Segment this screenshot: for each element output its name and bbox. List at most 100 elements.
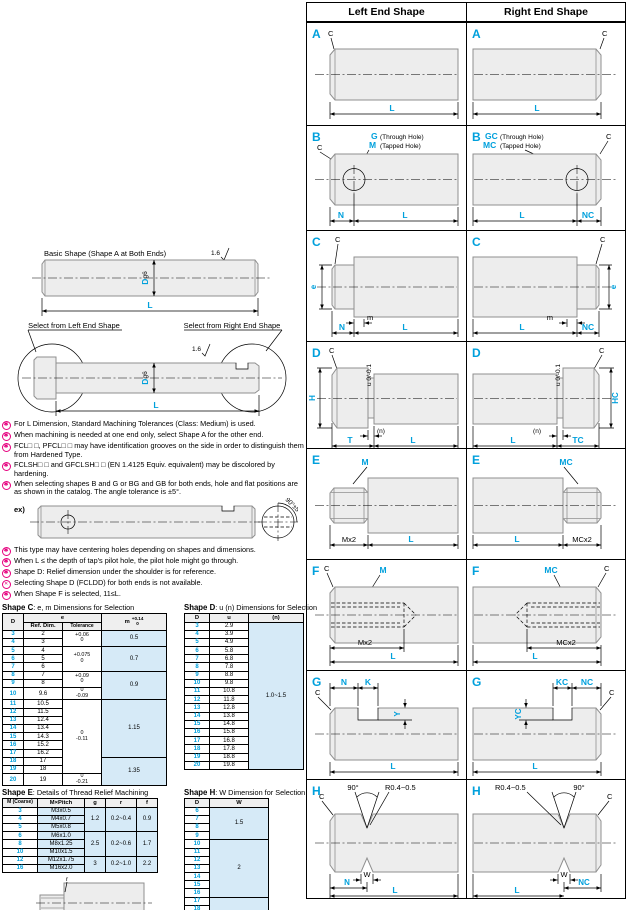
shape-a-left-drawing: A C L bbox=[312, 27, 459, 119]
chamfer-label: C bbox=[329, 346, 335, 355]
shape-letter: F bbox=[472, 564, 479, 578]
shape-c-subtitle: : e, m Dimensions for Selection bbox=[33, 603, 135, 613]
tap-label: MC bbox=[544, 565, 557, 575]
table-cell: 1.35 bbox=[101, 756, 167, 787]
note-item: FCLSH□ □ and GFCLSH□ □ (EN 1.4125 Equiv.… bbox=[2, 460, 304, 479]
example-figure: ex) 90°±5° bbox=[14, 498, 304, 544]
table-cell: 12 bbox=[2, 855, 38, 865]
table-header-cell: M×Pitch bbox=[37, 798, 85, 808]
n-relief-label: (n) bbox=[533, 428, 541, 435]
n-dim-label: N bbox=[339, 322, 345, 332]
note-text: When L ≤ the depth of tap's pilot hole, … bbox=[14, 556, 239, 566]
note-item: Shape D: Relief dimension under the shou… bbox=[2, 567, 304, 579]
shape-g-left-drawing: G C N K Y L bbox=[312, 675, 459, 776]
head-dia-label: H bbox=[308, 395, 317, 401]
end-shape-table: Left End Shape Right End Shape A C L A C bbox=[306, 2, 626, 899]
chamfer-label: C bbox=[317, 143, 323, 152]
shape-letter: B bbox=[472, 130, 481, 144]
table-cell: 11 bbox=[184, 687, 210, 697]
t-dim-label: T bbox=[347, 435, 353, 445]
chamfer-label: C bbox=[319, 792, 325, 801]
shape-e-right-drawing: E MC L MCx2 bbox=[472, 453, 616, 549]
notes-list: For L Dimension, Standard Machining Tole… bbox=[2, 419, 304, 601]
note-item: When selecting shapes B and G or BG and … bbox=[2, 479, 304, 498]
row-shape-f: F C M Mx2 L F C bbox=[307, 559, 625, 670]
note-item: For L Dimension, Standard Machining Tole… bbox=[2, 419, 304, 430]
table-cell: 0.5 bbox=[101, 629, 167, 648]
n-dim-label: N bbox=[338, 210, 344, 220]
row-shape-h: H C 90° R0.4~0.5 W N L bbox=[307, 779, 625, 898]
relief-r-label: r bbox=[66, 876, 69, 883]
table-header-cell: Tolerance bbox=[62, 621, 102, 631]
table-cell: 18 bbox=[23, 764, 63, 775]
table-cell: 0 -0.11 bbox=[62, 699, 102, 775]
table-cell: 0.9 bbox=[101, 670, 167, 701]
length-label: L bbox=[519, 322, 524, 332]
basic-shape-title: Basic Shape (Shape A at Both Ends) bbox=[44, 249, 167, 258]
thread-label: M bbox=[361, 457, 368, 467]
n-dim-label: NC bbox=[578, 878, 590, 887]
table-cell: +0.075 0 bbox=[62, 646, 102, 672]
table-cell: M16x2.0 bbox=[37, 863, 85, 874]
groove-width-label: W bbox=[363, 870, 371, 879]
note-icon bbox=[2, 461, 11, 471]
length-label: L bbox=[510, 435, 515, 445]
shape-d-left-drawing: D C u 0/-0.1 H (n) T L bbox=[308, 346, 459, 448]
select-left-label: Select from Left End Shape bbox=[28, 321, 120, 330]
tapped-hole-label: M bbox=[369, 140, 376, 150]
note-text: When machining is needed at one end only… bbox=[14, 430, 264, 439]
table-cell: 17 bbox=[23, 756, 63, 766]
table-cell: 12.8 bbox=[209, 703, 249, 713]
shape-a-right-drawing: A C L bbox=[472, 27, 616, 119]
shape-letter: H bbox=[472, 784, 481, 798]
table-cell: 7.8 bbox=[209, 662, 249, 672]
table-cell: 0.2~0.6 bbox=[105, 831, 137, 857]
table-cell: 15.2 bbox=[23, 740, 63, 750]
table-cell: 18.8 bbox=[209, 752, 249, 762]
through-hole-label: GC bbox=[485, 131, 498, 141]
table-cell: 14 bbox=[2, 723, 24, 734]
table-cell: 16 bbox=[2, 863, 38, 874]
not-available-icon bbox=[2, 580, 11, 590]
length-label: L bbox=[389, 103, 394, 113]
table-cell: 18 bbox=[184, 904, 210, 910]
table-cell: 6 bbox=[23, 662, 63, 672]
table-header-cell: g bbox=[84, 798, 106, 808]
table-cell: 13.8 bbox=[209, 711, 249, 721]
m-dim-label: m bbox=[367, 313, 373, 322]
table-header-cell: r bbox=[105, 798, 137, 808]
shape-letter: E bbox=[472, 453, 480, 467]
shape-c-right-drawing: C C e m L NC bbox=[472, 235, 618, 337]
shape-letter: G bbox=[312, 675, 321, 689]
table-cell: M8x1.25 bbox=[37, 839, 85, 849]
table-cell: 11 bbox=[2, 699, 24, 709]
table-cell: 9 bbox=[184, 670, 210, 680]
length-label: L bbox=[532, 761, 537, 771]
shape-e-subtitle: : Details of Thread Relief Machining bbox=[32, 788, 149, 798]
select-ends-figure: Select from Left End Shape Select from R… bbox=[4, 320, 304, 418]
k-dim-label: K bbox=[365, 677, 372, 687]
table-cell: 20 bbox=[2, 773, 24, 787]
table-cell: 8 bbox=[23, 678, 63, 689]
table-cell: 5.8 bbox=[209, 646, 249, 656]
length-label: L bbox=[402, 210, 407, 220]
table-cell: 10 bbox=[2, 687, 24, 701]
head-dia-label: HC bbox=[611, 392, 620, 404]
table-cell: M3x0.5 bbox=[37, 806, 85, 816]
table-cell: 4.9 bbox=[209, 637, 249, 648]
table-cell: 5 bbox=[184, 637, 210, 648]
table-cell: 16.2 bbox=[23, 748, 63, 758]
note-text: This type may have centering holes depen… bbox=[14, 545, 256, 555]
shape-letter: A bbox=[312, 27, 321, 41]
table-cell: 7 bbox=[23, 670, 63, 680]
table-cell: 6.8 bbox=[209, 654, 249, 664]
right-end-shape-header: Right End Shape bbox=[466, 3, 625, 22]
tapped-hole-label: MC bbox=[483, 140, 496, 150]
table-cell: 18 bbox=[184, 744, 210, 754]
shape-h-subtitle: : W Dimension for Selection bbox=[215, 788, 306, 798]
table-cell: 16.8 bbox=[209, 736, 249, 746]
thread-length-label: MCx2 bbox=[572, 535, 592, 544]
table-cell: 3 bbox=[184, 621, 210, 631]
